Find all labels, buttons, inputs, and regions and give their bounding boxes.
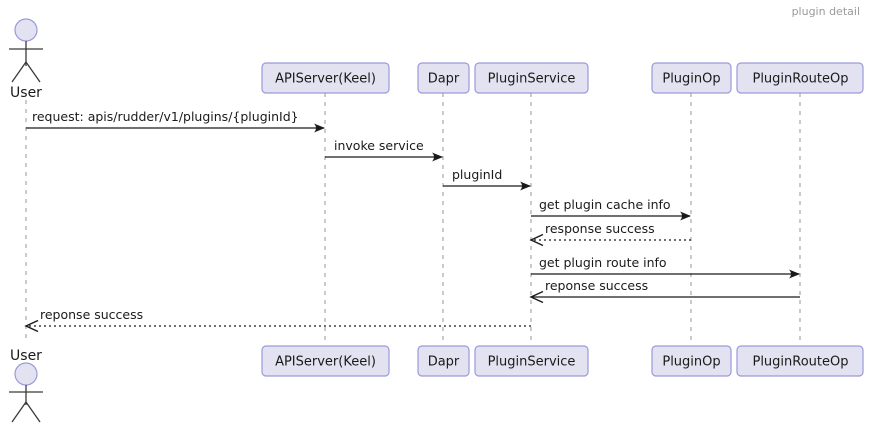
message-3: pluginId — [443, 167, 531, 191]
participant-box — [261, 345, 390, 377]
participant-label: PluginService — [488, 355, 576, 370]
arrowhead-filled-icon — [520, 181, 531, 191]
participant-label: PluginOp — [662, 355, 720, 370]
participant-pluginop-top[interactable]: PluginOp — [651, 62, 732, 94]
actor-leg-left-icon — [11, 61, 27, 83]
participant-box — [736, 345, 864, 377]
arrowhead-open-icon — [529, 290, 544, 304]
participant-box — [651, 345, 732, 377]
actor-leg-right-icon-bottom — [25, 401, 41, 423]
actor-head-icon-bottom — [14, 362, 38, 386]
actor-leg-left-icon-bottom — [11, 401, 27, 423]
message-7: reponse success — [529, 278, 800, 304]
lifelines-group — [25, 93, 801, 345]
participant-label: PluginRouteOp — [752, 355, 848, 370]
participant-label: PluginRouteOp — [752, 72, 848, 87]
diagram-caption: plugin detail — [792, 5, 860, 18]
participant-apiserver-top[interactable]: APIServer(Keel) — [261, 62, 390, 94]
arrowhead-filled-icon — [789, 269, 800, 279]
participant-box — [261, 62, 390, 94]
message-label: invoke service — [334, 138, 424, 153]
participant-box — [736, 62, 864, 94]
participant-pluginop-bottom[interactable]: PluginOp — [651, 345, 732, 377]
message-label: response success — [545, 221, 655, 236]
actor-user-bottom[interactable]: User — [9, 348, 43, 423]
message-label: get plugin route info — [539, 255, 667, 270]
actor-leg-right-icon — [25, 61, 41, 83]
participant-box — [474, 62, 589, 94]
participant-pluginrouteop-top[interactable]: PluginRouteOp — [736, 62, 864, 94]
arrowhead-filled-icon — [680, 211, 691, 221]
message-label: request: apis/rudder/v1/plugins/{pluginI… — [32, 109, 299, 124]
message-1: request: apis/rudder/v1/plugins/{pluginI… — [26, 109, 325, 133]
message-4: get plugin cache info — [531, 197, 691, 221]
participant-box — [417, 345, 470, 377]
message-label: pluginId — [452, 167, 502, 182]
actor-user-top[interactable]: User — [9, 18, 43, 101]
messages-group: request: apis/rudder/v1/plugins/{pluginI… — [24, 109, 800, 333]
message-8: reponse success — [24, 307, 531, 333]
message-label: reponse success — [545, 278, 648, 293]
message-label: reponse success — [40, 307, 143, 322]
participant-dapr-bottom[interactable]: Dapr — [417, 345, 470, 377]
participant-pluginservice-top[interactable]: PluginService — [474, 62, 589, 94]
participant-box — [417, 62, 470, 94]
participant-label: APIServer(Keel) — [275, 72, 376, 87]
participant-label: PluginOp — [662, 72, 720, 87]
message-5: response success — [529, 221, 691, 247]
message-6: get plugin route info — [531, 255, 800, 279]
actor-label-top: User — [10, 85, 42, 101]
participant-apiserver-bottom[interactable]: APIServer(Keel) — [261, 345, 390, 377]
participant-pluginservice-bottom[interactable]: PluginService — [474, 345, 589, 377]
participant-box — [474, 345, 589, 377]
actor-head-icon — [14, 18, 38, 42]
participant-pluginrouteop-bottom[interactable]: PluginRouteOp — [736, 345, 864, 377]
participant-label: APIServer(Keel) — [275, 355, 376, 370]
message-2: invoke service — [325, 138, 443, 162]
arrowhead-filled-icon — [314, 123, 325, 133]
message-label: get plugin cache info — [539, 197, 671, 212]
actor-label-bottom: User — [10, 348, 42, 364]
participant-label: Dapr — [428, 355, 460, 370]
participant-label: PluginService — [488, 72, 576, 87]
participant-box — [651, 62, 732, 94]
arrowhead-open-icon — [24, 319, 39, 333]
participant-dapr-top[interactable]: Dapr — [417, 62, 470, 94]
participant-label: Dapr — [428, 72, 460, 87]
arrowhead-open-icon — [529, 233, 544, 247]
arrowhead-filled-icon — [432, 152, 443, 162]
